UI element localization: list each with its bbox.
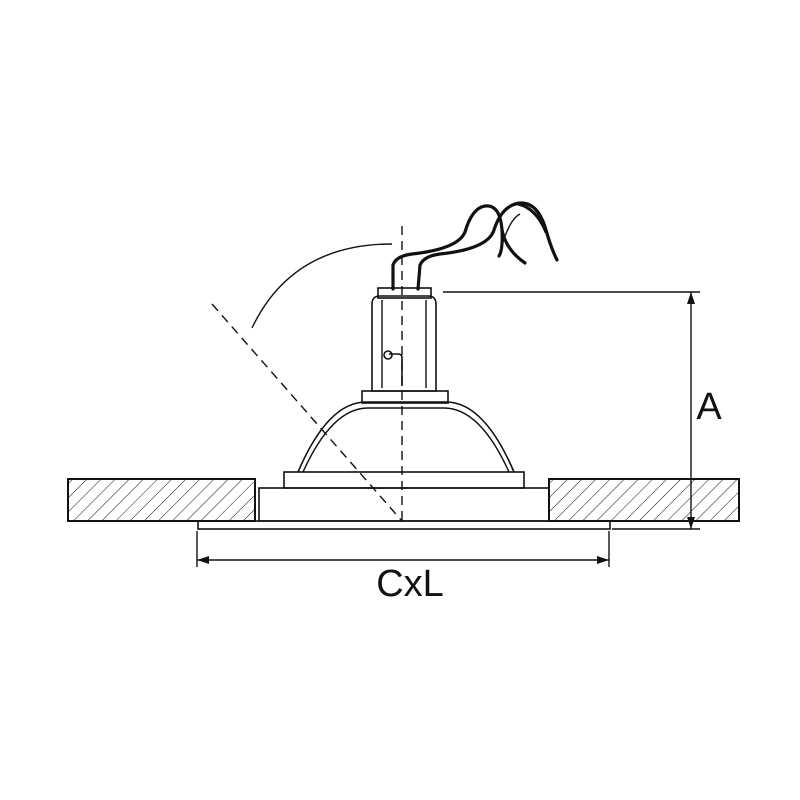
height-dimension-label: A (696, 386, 722, 428)
width-dimension (196, 531, 610, 567)
trim-flange (197, 520, 611, 530)
tilt-angle-line (211, 303, 403, 522)
tilt-arc (251, 243, 393, 329)
width-dimension-label: CxL (376, 563, 444, 605)
ceiling-panel-left (67, 478, 256, 522)
ceiling-panel-right (548, 478, 740, 522)
height-dimension (443, 291, 700, 530)
reflector-lamp (297, 390, 515, 473)
lamp-socket (371, 287, 437, 392)
fixture-housing (258, 471, 550, 522)
power-wires (391, 201, 559, 291)
